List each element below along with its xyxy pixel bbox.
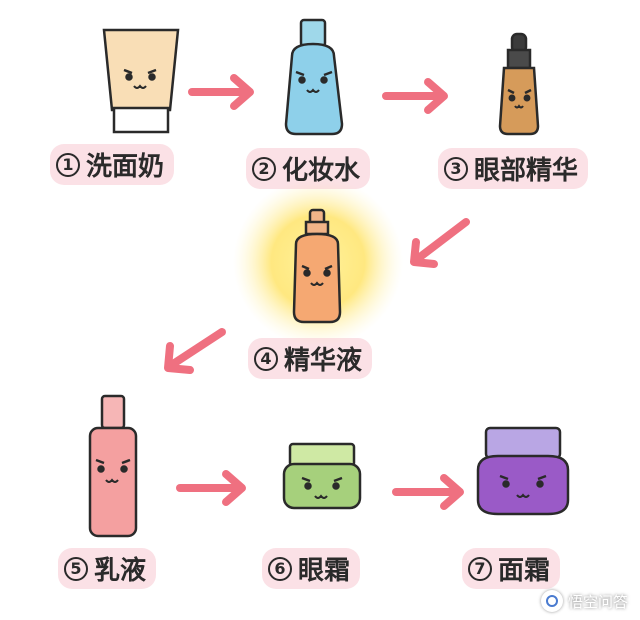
wukong-logo-icon	[540, 590, 563, 612]
step-label: 2 化妆水	[246, 148, 371, 189]
step-number: 1	[56, 152, 80, 177]
watermark: 悟空问答	[540, 590, 628, 612]
essence-pump-bottle-icon	[292, 208, 342, 324]
step-number: 3	[444, 156, 468, 181]
watermark-text: 悟空问答	[567, 592, 628, 611]
lotion-bottle-icon	[88, 394, 138, 538]
step-name: 乳液	[94, 556, 147, 586]
step-name: 洗面奶	[86, 152, 165, 182]
step-name: 化妆水	[282, 156, 361, 186]
step-name: 眼部精华	[474, 156, 579, 186]
step-number: 4	[254, 346, 278, 371]
arrow-down-left-icon	[164, 328, 226, 374]
toner-bottle-icon	[284, 18, 344, 136]
arrow-right-icon	[382, 78, 448, 114]
step-number: 5	[64, 556, 88, 581]
eye-cream-jar-icon	[282, 442, 362, 510]
step-name: 精华液	[284, 346, 363, 376]
arrow-right-icon	[188, 74, 254, 110]
cleanser-tube-icon	[102, 28, 180, 134]
eye-serum-dropper-icon	[498, 32, 540, 136]
step-label: 3 眼部精华	[438, 148, 589, 189]
step-label: 7 面霜	[462, 548, 561, 589]
arrow-down-left-icon	[410, 218, 470, 268]
step-name: 眼霜	[298, 556, 351, 586]
step-label: 1 洗面奶	[50, 144, 175, 185]
arrow-right-icon	[176, 470, 246, 506]
face-cream-jar-icon	[476, 426, 570, 516]
arrow-right-icon	[392, 474, 464, 510]
step-label: 5 乳液	[58, 548, 157, 589]
step-number: 7	[468, 556, 492, 581]
step-number: 2	[252, 156, 276, 181]
step-label: 4 精华液	[248, 338, 373, 379]
step-name: 面霜	[498, 556, 551, 586]
step-number: 6	[268, 556, 292, 581]
step-label: 6 眼霜	[262, 548, 361, 589]
